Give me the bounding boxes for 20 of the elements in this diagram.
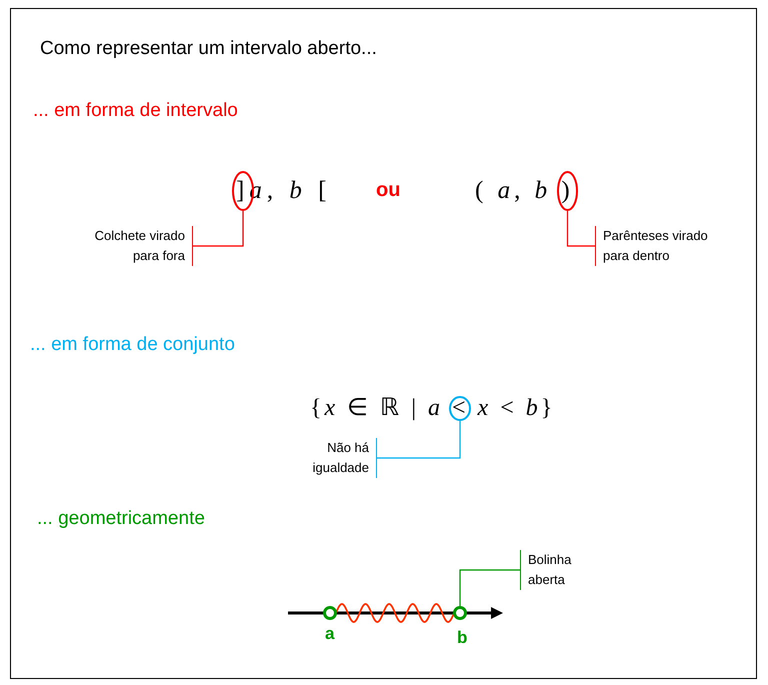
leader-line	[193, 211, 244, 247]
leader-line	[566, 211, 595, 247]
section-heading: ... em forma de conjunto	[30, 334, 235, 357]
callout-label: Bolinha aberta	[520, 550, 600, 590]
point-label: b	[457, 628, 468, 648]
section-heading: ... em forma de intervalo	[33, 100, 238, 123]
title: Como representar um intervalo aberto...	[40, 38, 377, 61]
point-label: a	[325, 624, 334, 644]
highlight-ellipse	[557, 171, 578, 211]
highlight-ellipse	[449, 396, 471, 421]
callout-label: Não há igualdade	[290, 438, 377, 478]
leader-line	[377, 421, 461, 459]
leader-line	[459, 569, 520, 606]
callout-label: Parênteses virado para dentro	[595, 226, 735, 266]
open-point-marker	[453, 606, 467, 620]
connector-word: ou	[376, 178, 400, 202]
callout-label: Colchete virado para fora	[80, 226, 193, 266]
math-expression: ( a, b )	[475, 176, 574, 206]
math-expression: {x ∈ ℝ | a < x < b}	[310, 394, 556, 423]
section-heading: ... geometricamente	[37, 508, 205, 531]
